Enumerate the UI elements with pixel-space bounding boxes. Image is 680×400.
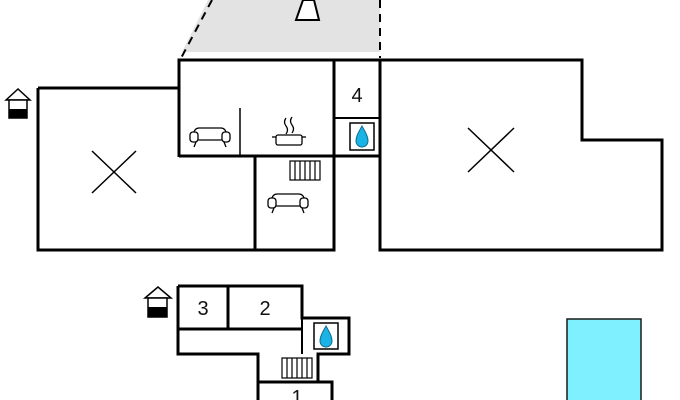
cooking-pot-icon [272, 116, 306, 146]
upper-building-walls [36, 58, 664, 252]
entrance-house-icon [142, 286, 174, 318]
swimming-pool [566, 318, 642, 400]
north-arrow-icon [294, 0, 321, 21]
room-number-2: 2 [259, 298, 270, 320]
room-number-3: 3 [197, 298, 208, 320]
water-drop-icon [349, 122, 375, 151]
terrace-edge-left [179, 0, 213, 61]
radiator-icon [289, 160, 321, 181]
room-number-1: 1 [291, 387, 302, 400]
sofa-icon [267, 193, 309, 214]
entrance-house-icon [4, 87, 32, 119]
unfurnished-room-cross-icon [91, 150, 137, 194]
radiator-icon [281, 357, 313, 379]
unfurnished-room-cross-icon [467, 127, 515, 173]
water-drop-icon [313, 322, 339, 350]
lower-building-walls [176, 284, 351, 400]
sofa-icon [189, 127, 231, 148]
room-number-4: 4 [351, 85, 362, 107]
terrace-area [182, 0, 380, 52]
